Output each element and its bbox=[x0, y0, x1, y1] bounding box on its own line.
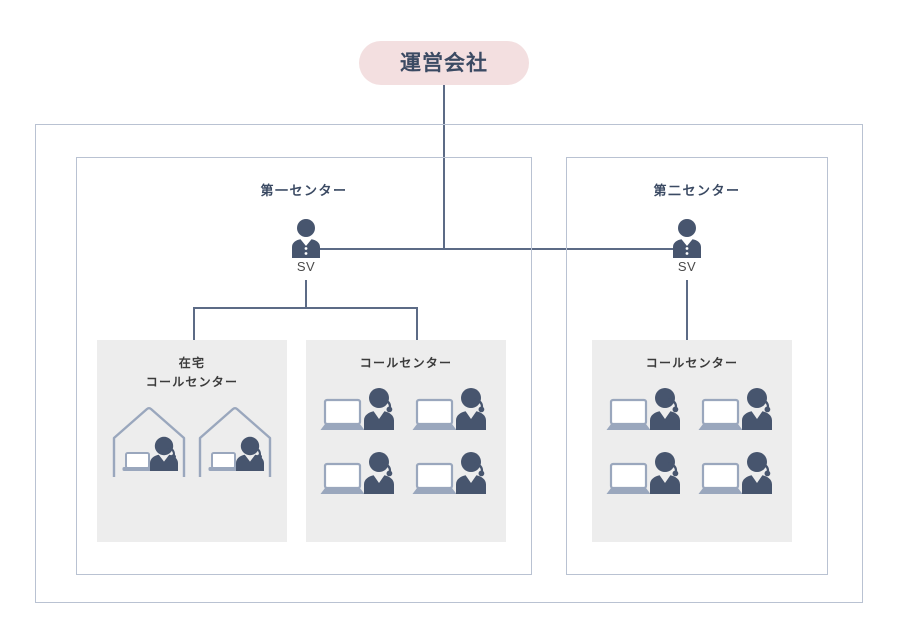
connector-company-to-bus bbox=[443, 85, 445, 250]
group-title-call-center-second: コールセンター bbox=[592, 340, 792, 373]
group-title-home-call-center: 在宅 コールセンター bbox=[97, 340, 287, 391]
laptop-operator-icon bbox=[319, 383, 401, 441]
laptop-operator-icon bbox=[605, 383, 687, 441]
group-box-call-center-first: コールセンター bbox=[306, 340, 506, 542]
laptop-operator-icon bbox=[697, 447, 779, 505]
group-title-line-1: 在宅 bbox=[178, 356, 206, 370]
center-frame-first bbox=[76, 157, 532, 575]
group-title-call-center-first: コールセンター bbox=[306, 340, 506, 373]
operator-grid-first-center bbox=[306, 373, 506, 505]
supervisor-label-second-center: SV bbox=[677, 259, 697, 274]
laptop-operator-icon bbox=[319, 447, 401, 505]
laptop-operator-icon bbox=[411, 383, 493, 441]
operating-company-label: 運営会社 bbox=[400, 51, 488, 75]
group-box-call-center-second: コールセンター bbox=[592, 340, 792, 542]
supervisor-node-first-center: SV bbox=[271, 218, 341, 273]
laptop-operator-icon bbox=[697, 383, 779, 441]
home-worker-grid bbox=[97, 391, 287, 479]
group-box-home-call-center: 在宅 コールセンター bbox=[97, 340, 287, 542]
operator-grid-second-center bbox=[592, 373, 792, 505]
group-title-line-2: コールセンター bbox=[145, 374, 239, 389]
connector-supervisor-bus bbox=[305, 248, 687, 250]
connector-sv2-down bbox=[686, 280, 688, 340]
house-with-operator-icon bbox=[109, 401, 189, 479]
house-with-operator-icon bbox=[195, 401, 275, 479]
group-title-line-1: コールセンター bbox=[359, 356, 453, 370]
connector-drop-home-callcenter bbox=[193, 307, 195, 340]
supervisor-label-first-center: SV bbox=[296, 259, 316, 274]
center-title-first: 第一センター bbox=[260, 183, 348, 198]
operating-company-pill: 運営会社 bbox=[359, 41, 529, 85]
center-title-second: 第二センター bbox=[653, 183, 741, 198]
person-suit-icon bbox=[652, 218, 722, 258]
connector-sv1-down bbox=[305, 280, 307, 309]
laptop-operator-icon bbox=[605, 447, 687, 505]
laptop-operator-icon bbox=[411, 447, 493, 505]
group-title-line-1: コールセンター bbox=[645, 356, 739, 370]
connector-drop-callcenter-1 bbox=[416, 307, 418, 340]
connector-sv1-branch-bar bbox=[193, 307, 418, 309]
person-suit-icon bbox=[271, 218, 341, 258]
company-boundary-frame bbox=[35, 124, 863, 603]
supervisor-node-second-center: SV bbox=[652, 218, 722, 273]
center-frame-second bbox=[566, 157, 828, 575]
